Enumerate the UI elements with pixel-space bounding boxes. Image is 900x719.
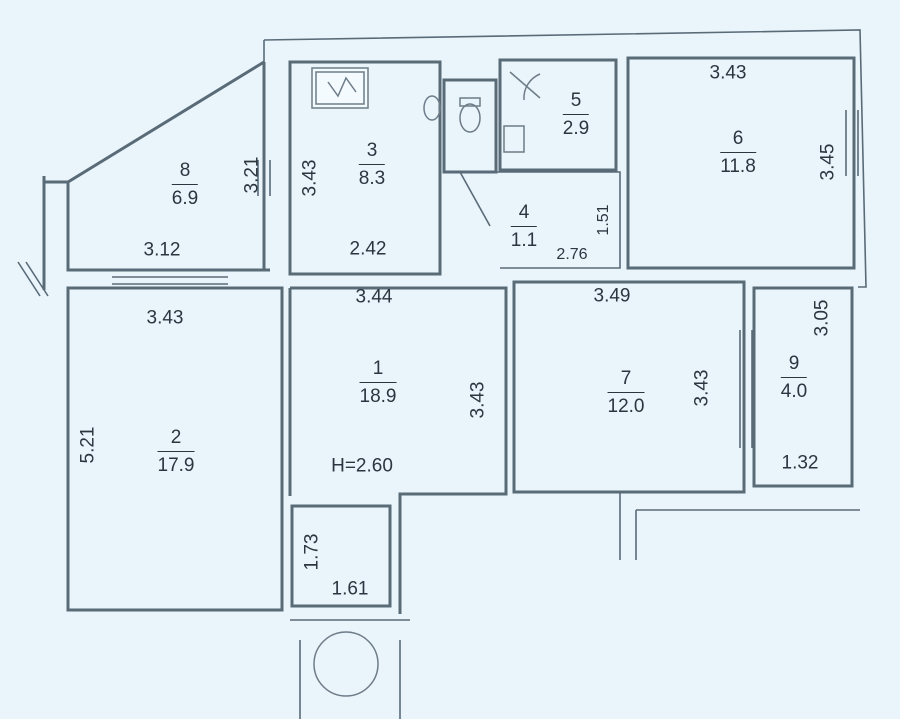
window-room-7 [739, 330, 753, 448]
dimension-2-top: 3.43 [146, 307, 184, 329]
toilet-tank-icon [459, 97, 481, 107]
dimension-4-right: 1.51 [595, 204, 612, 236]
bathtub-drain-symbol [327, 76, 357, 98]
room-5-walls [498, 58, 618, 172]
dimension-8-right: 3.21 [241, 156, 263, 194]
dimension-hall-bottom: 1.61 [331, 578, 369, 600]
dimension-4-bottom: 2.76 [556, 246, 588, 263]
bathtub-icon [311, 67, 369, 109]
room-1-walls [290, 286, 508, 614]
break-mark [17, 261, 41, 297]
dimension-3-bottom: 2.42 [349, 238, 387, 260]
room-7-walls [512, 280, 746, 494]
dimension-1-top: 3.44 [355, 286, 393, 308]
dimension-6-top: 3.43 [709, 62, 747, 84]
room-2-walls [66, 286, 284, 612]
dimension-7-top: 3.49 [593, 285, 631, 307]
dimension-8-bottom: 3.12 [143, 239, 181, 261]
hall-alcove-walls [290, 504, 392, 608]
toilet-icon [459, 103, 481, 133]
dimension-hall-left: 1.73 [301, 533, 323, 571]
dimension-2-left: 5.21 [77, 426, 99, 464]
balcony-8-outline [44, 60, 265, 184]
wc-walls [442, 78, 498, 174]
dimension-9-bottom: 1.32 [781, 452, 819, 474]
dimension-7-right: 3.43 [691, 369, 713, 407]
room-6-walls [626, 56, 856, 270]
stair-shaft-circle [313, 631, 379, 697]
break-mark-2 [25, 261, 49, 297]
outer-wall-top [263, 29, 867, 288]
washer-icon [509, 71, 541, 101]
room-3-walls [288, 60, 442, 276]
dimension-1-right: 3.43 [467, 381, 489, 419]
window-room-2-top [112, 269, 228, 285]
room-9-walls [752, 286, 854, 488]
sink-icon-room-3 [423, 95, 441, 121]
room-4-walls [444, 171, 621, 269]
sink-icon-room-5 [503, 125, 525, 153]
dimension-9-right: 3.05 [811, 299, 833, 337]
window-room-8 [257, 160, 271, 196]
dimension-3-left: 3.43 [299, 159, 321, 197]
dimension-6-right: 3.45 [817, 143, 839, 181]
room-4-leader [459, 171, 491, 227]
bathtub-inner [315, 71, 365, 105]
ceiling-height-label: H=2.60 [331, 455, 393, 477]
window-room-6 [845, 110, 859, 176]
